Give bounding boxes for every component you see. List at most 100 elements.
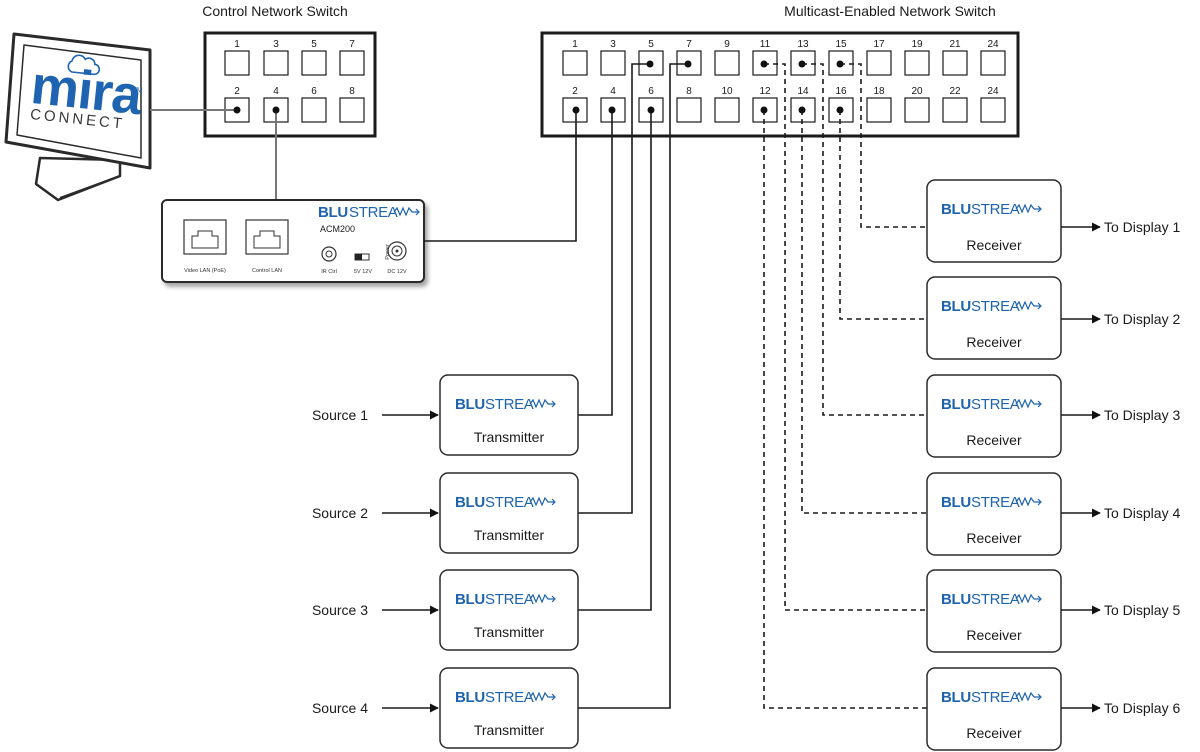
receiver-box (926, 667, 1062, 751)
display-label: To Display 1 (1104, 219, 1180, 235)
port-number: 16 (835, 86, 847, 97)
voltage-label: 5V 12V (354, 269, 372, 275)
receiver-label: Receiver (966, 530, 1022, 546)
port-number: 6 (311, 86, 317, 97)
control-switch-title: Control Network Switch (202, 3, 348, 19)
port-number: 12 (759, 86, 771, 97)
brand-bold: BLU (455, 689, 485, 706)
brand-wave-icon (529, 593, 556, 604)
switch-port (904, 50, 930, 76)
mira-connect-monitor: mira TM CONNECT (4, 32, 152, 202)
switch-port (714, 50, 740, 76)
port-number: 11 (760, 39, 771, 50)
brand-rest: STREA (971, 298, 1020, 315)
port-number: 2 (234, 86, 240, 97)
brand-bold: BLU (941, 494, 971, 511)
receiver-box (926, 276, 1062, 360)
transmitter-label: Transmitter (474, 429, 545, 445)
control-switch-bottom-port-numbers: 2 4 6 8 (234, 86, 355, 97)
transmitter-4-cable (578, 63, 688, 709)
switch-port (866, 97, 892, 123)
transmitter-box (439, 472, 579, 554)
brand-bold: BLU (941, 689, 971, 706)
monitor-screen (16, 44, 142, 159)
control-switch-top-port-numbers: 1 3 5 7 (234, 39, 355, 50)
transmitter-label: Transmitter (474, 624, 545, 640)
brand-bold: BLU (318, 204, 348, 221)
port-number: 9 (724, 39, 730, 50)
receiver-box (926, 374, 1062, 458)
brand-bold: BLU (941, 298, 971, 315)
switch-port (339, 97, 365, 123)
brand-rest: STREA (971, 201, 1020, 218)
display-label: To Display 2 (1104, 311, 1180, 327)
display-label: To Display 4 (1104, 505, 1180, 521)
brand-wave-icon (1015, 398, 1042, 409)
receiver-box (926, 472, 1062, 556)
port-number: 22 (949, 86, 961, 97)
port-number: 4 (273, 86, 279, 97)
switch-port (224, 50, 250, 76)
receiver-label: Receiver (966, 334, 1022, 350)
port-number: 3 (273, 39, 279, 50)
brand-wave-icon (393, 206, 420, 217)
switch-port (301, 50, 327, 76)
receiver-1-cable (840, 63, 927, 228)
acm-to-multicast-cable (424, 110, 577, 242)
port-number: 15 (835, 39, 847, 50)
switch-port (980, 97, 1006, 123)
port-number: 8 (686, 86, 692, 97)
brand-wave-icon (1015, 496, 1042, 507)
brand-bold: BLU (455, 494, 485, 511)
monitor-stand (34, 156, 122, 202)
brand-rest: STREA (485, 494, 534, 511)
brand-rest: STREA (971, 396, 1020, 413)
transmitter-box (439, 569, 579, 651)
transmitter-3-cable (578, 110, 652, 611)
brand-rest: STREA (485, 396, 534, 413)
receiver-6-cable (763, 110, 927, 709)
receiver-2-cable (839, 110, 927, 320)
port-number: 24 (987, 39, 999, 50)
port-number: 7 (349, 39, 355, 50)
brand-rest: STREA (971, 689, 1020, 706)
port-number: 18 (873, 86, 885, 97)
control-network-switch: 1 3 5 7 2 4 6 8 (203, 31, 377, 138)
brand-rest: STREA (485, 591, 534, 608)
switch-port (714, 97, 740, 123)
cloud-icon (67, 54, 101, 76)
switch-port (301, 97, 327, 123)
video-lan-label: Video LAN (PoE) (184, 268, 226, 274)
port-number: 1 (234, 39, 240, 50)
port-number: 6 (648, 86, 654, 97)
switch-port (980, 50, 1006, 76)
port-number: 21 (949, 39, 961, 50)
source-label: Source 3 (312, 602, 368, 618)
power-label: DC 12V (387, 269, 407, 275)
mira-logo-text: mira (28, 55, 146, 126)
control-lan-label: Control LAN (252, 268, 282, 274)
switch-port (904, 97, 930, 123)
switch-port (263, 50, 289, 76)
brand-bold: BLU (941, 396, 971, 413)
receiver-box (926, 179, 1062, 263)
port-number: 14 (797, 86, 809, 97)
ir-label: IR Ctrl (321, 269, 337, 275)
receiver-label: Receiver (966, 432, 1022, 448)
brand-wave-icon (529, 398, 556, 409)
acm-model: ACM200 (320, 224, 355, 234)
switch-port (942, 97, 968, 123)
brand-wave-icon (529, 691, 556, 702)
port-number: 20 (911, 86, 923, 97)
receiver-4-cable (801, 110, 927, 514)
power-side-label: Power (385, 244, 391, 260)
